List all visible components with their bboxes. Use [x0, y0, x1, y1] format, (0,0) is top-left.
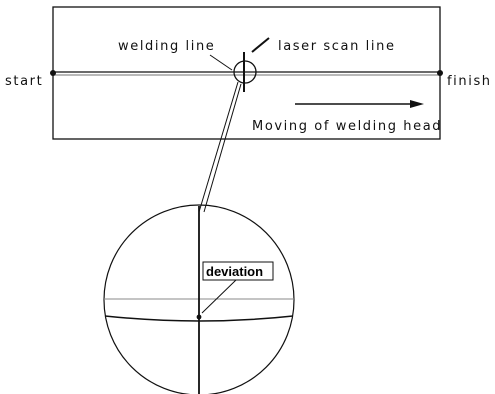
finish-label: finish: [447, 74, 492, 89]
deviation-point: [196, 314, 202, 320]
welding-line-leader: [209, 54, 233, 71]
start-label: start: [5, 74, 43, 89]
laser-scan-line-label: laser scan line: [278, 39, 396, 54]
welding-line-label: welding line: [118, 39, 215, 54]
deviation-label: deviation: [206, 264, 263, 279]
laser-scan-line-leader: [251, 37, 270, 53]
finish-point: [437, 70, 443, 76]
magnified-circle: [103, 204, 295, 394]
deviation-label-box: [202, 261, 274, 281]
moving-label: Moving of welding head: [252, 119, 442, 134]
magnified-detail: deviation: [103, 204, 295, 394]
zoom-leader: [198, 81, 242, 213]
deviation-leader: [201, 279, 237, 314]
workpiece-top-view: welding line laser scan line start finis…: [5, 6, 492, 140]
start-point: [50, 70, 56, 76]
direction-arrow-head: [410, 100, 424, 108]
